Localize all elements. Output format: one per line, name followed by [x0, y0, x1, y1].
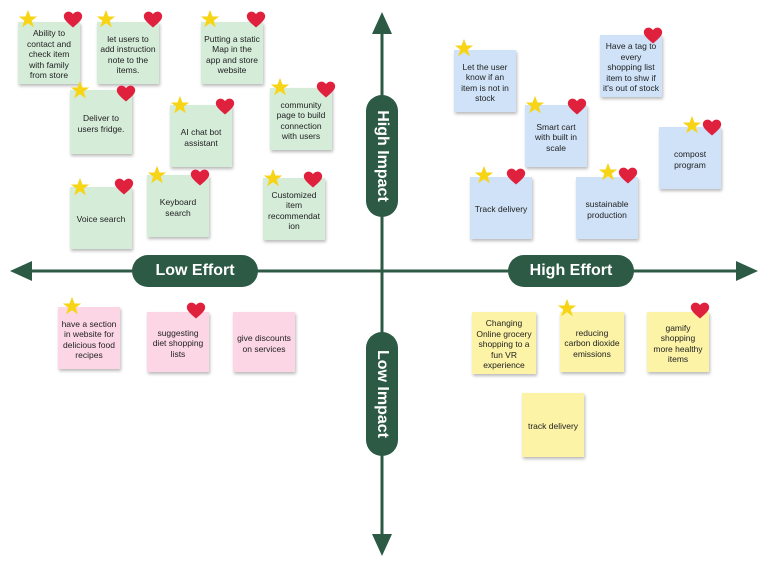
heart-icon — [116, 85, 136, 102]
star-icon — [147, 165, 167, 184]
sticky-note[interactable]: gamify shopping more healthy items — [647, 312, 709, 372]
note-text: AI chat bot assistant — [180, 127, 222, 148]
sticky-note[interactable]: track delivery — [522, 393, 584, 457]
note-text: Customized item recommendat ion — [268, 189, 320, 232]
note-text: compost program — [673, 149, 707, 170]
sticky-note[interactable]: Deliver to users fridge. — [70, 90, 132, 154]
star-icon — [70, 80, 90, 99]
sticky-note[interactable]: Customized item recommendat ion — [263, 178, 325, 240]
high-effort-label: High Effort — [508, 255, 634, 287]
note-text: Deliver to users fridge. — [77, 113, 125, 134]
note-text: track delivery — [527, 421, 579, 432]
note-text: let users to add instruction note to the… — [100, 33, 156, 76]
high-impact-label: High Impact — [366, 95, 398, 217]
note-text: give discounts on services — [237, 333, 291, 354]
arrow-up-icon — [372, 12, 392, 34]
note-text: Let the user know if an item is not in s… — [461, 61, 509, 104]
sticky-note[interactable]: have a section in website for delicious … — [58, 307, 120, 369]
heart-icon — [506, 168, 526, 185]
star-icon — [170, 95, 190, 114]
note-text: Putting a static Map in the app and stor… — [204, 33, 260, 76]
sticky-note[interactable]: Putting a static Map in the app and stor… — [201, 22, 263, 84]
note-text: Keyboard search — [159, 197, 197, 218]
sticky-note[interactable]: Smart cart with built in scale — [525, 105, 587, 167]
sticky-note[interactable]: sustainable production — [576, 177, 638, 239]
star-icon — [270, 77, 290, 96]
sticky-note[interactable]: Ability to contact and check item with f… — [18, 22, 80, 84]
arrow-left-icon — [10, 261, 32, 281]
heart-icon — [186, 302, 206, 319]
sticky-note[interactable]: AI chat bot assistant — [170, 105, 232, 167]
heart-icon — [702, 119, 722, 136]
heart-icon — [246, 11, 266, 28]
sticky-note[interactable]: Changing Online grocery shopping to a fu… — [472, 312, 536, 374]
sticky-note[interactable]: Track delivery — [470, 177, 532, 239]
arrow-down-icon — [372, 534, 392, 556]
note-text: community page to build connection with … — [276, 99, 326, 142]
heart-icon — [190, 169, 210, 186]
star-icon — [598, 162, 618, 181]
sticky-note[interactable]: Have a tag to every shopping list item t… — [600, 35, 662, 97]
note-text: Have a tag to every shopping list item t… — [603, 41, 659, 94]
low-impact-label: Low Impact — [366, 332, 398, 456]
sticky-note[interactable]: Voice search — [70, 187, 132, 249]
note-text: Smart cart with built in scale — [534, 121, 578, 153]
star-icon — [525, 95, 545, 114]
sticky-note[interactable]: compost program — [659, 127, 721, 189]
note-text: Voice search — [76, 214, 126, 225]
note-text: reducing carbon dioxide emissions — [564, 327, 620, 359]
heart-icon — [690, 302, 710, 319]
sticky-note[interactable]: give discounts on services — [233, 312, 295, 372]
high-impact-text: High Impact — [374, 110, 391, 202]
star-icon — [18, 9, 38, 28]
star-icon — [557, 298, 577, 317]
note-text: suggesting diet shopping lists — [152, 327, 204, 359]
sticky-note[interactable]: reducing carbon dioxide emissions — [560, 312, 624, 372]
star-icon — [474, 165, 494, 184]
heart-icon — [316, 81, 336, 98]
note-text: sustainable production — [585, 199, 629, 220]
sticky-note[interactable]: let users to add instruction note to the… — [97, 22, 159, 84]
note-text: Ability to contact and check item with f… — [27, 28, 71, 81]
heart-icon — [215, 98, 235, 115]
heart-icon — [618, 167, 638, 184]
arrow-right-icon — [736, 261, 758, 281]
heart-icon — [63, 11, 83, 28]
star-icon — [70, 177, 90, 196]
star-icon — [454, 38, 474, 57]
note-text: have a section in website for delicious … — [61, 318, 117, 361]
sticky-note[interactable]: Let the user know if an item is not in s… — [454, 50, 516, 112]
heart-icon — [114, 178, 134, 195]
heart-icon — [567, 98, 587, 115]
sticky-note[interactable]: Keyboard search — [147, 175, 209, 237]
heart-icon — [143, 11, 163, 28]
star-icon — [62, 296, 82, 315]
low-effort-label: Low Effort — [132, 255, 258, 287]
star-icon — [263, 168, 283, 187]
star-icon — [96, 9, 116, 28]
sticky-note[interactable]: community page to build connection with … — [270, 88, 332, 150]
heart-icon — [303, 171, 323, 188]
note-text: Track delivery — [474, 204, 528, 215]
note-text: Changing Online grocery shopping to a fu… — [476, 318, 532, 371]
low-impact-text: Low Impact — [374, 349, 392, 439]
heart-icon — [643, 27, 663, 44]
star-icon — [682, 115, 702, 134]
note-text: gamify shopping more healthy items — [653, 322, 703, 365]
low-effort-text: Low Effort — [155, 262, 235, 279]
sticky-note[interactable]: suggesting diet shopping lists — [147, 312, 209, 372]
high-effort-text: High Effort — [529, 262, 613, 279]
star-icon — [200, 9, 220, 28]
